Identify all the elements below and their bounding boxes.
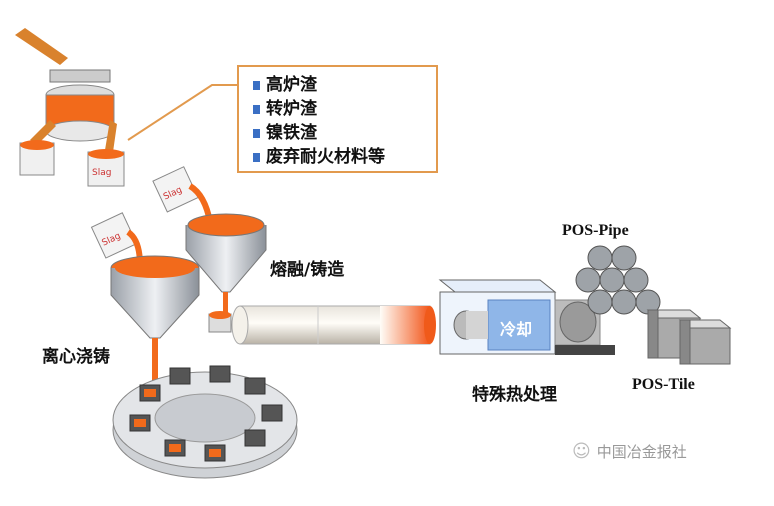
pos-tile-label: POS-Tile	[632, 376, 695, 393]
wechat-icon: ☺	[572, 441, 591, 462]
melting-casting-label: 熔融/铸造	[270, 260, 345, 280]
bullet-icon	[253, 152, 260, 162]
bullet-icon	[253, 128, 260, 138]
funnel-left	[110, 255, 200, 388]
tundish: Slag	[15, 28, 125, 187]
pos-pipe-label: POS-Pipe	[562, 222, 629, 239]
centrifugal-caster	[112, 365, 298, 479]
funnel-right	[185, 213, 267, 333]
pos-pipe-stack	[575, 245, 661, 315]
slag-item: 转炉渣	[253, 97, 436, 121]
heat-treatment-label: 特殊热处理	[472, 385, 557, 405]
cooling-furnace	[438, 279, 615, 355]
cast-pipe	[231, 305, 436, 345]
callout-line	[127, 84, 237, 141]
slag-item: 废弃耐火材料等	[253, 145, 436, 169]
slag-item: 镍铁渣	[253, 121, 436, 145]
pos-tile-stack	[646, 309, 732, 365]
slag-types-box: 高炉渣 转炉渣 镍铁渣 废弃耐火材料等	[237, 65, 438, 173]
bullet-icon	[253, 104, 260, 114]
bucket-label: Slag	[92, 168, 111, 178]
bullet-icon	[253, 80, 260, 90]
watermark: ☺ 中国冶金报社	[572, 441, 687, 462]
centrifugal-casting-label: 离心浇铸	[42, 347, 110, 367]
slag-item: 高炉渣	[253, 73, 436, 97]
cooling-label: 冷却	[500, 320, 533, 339]
